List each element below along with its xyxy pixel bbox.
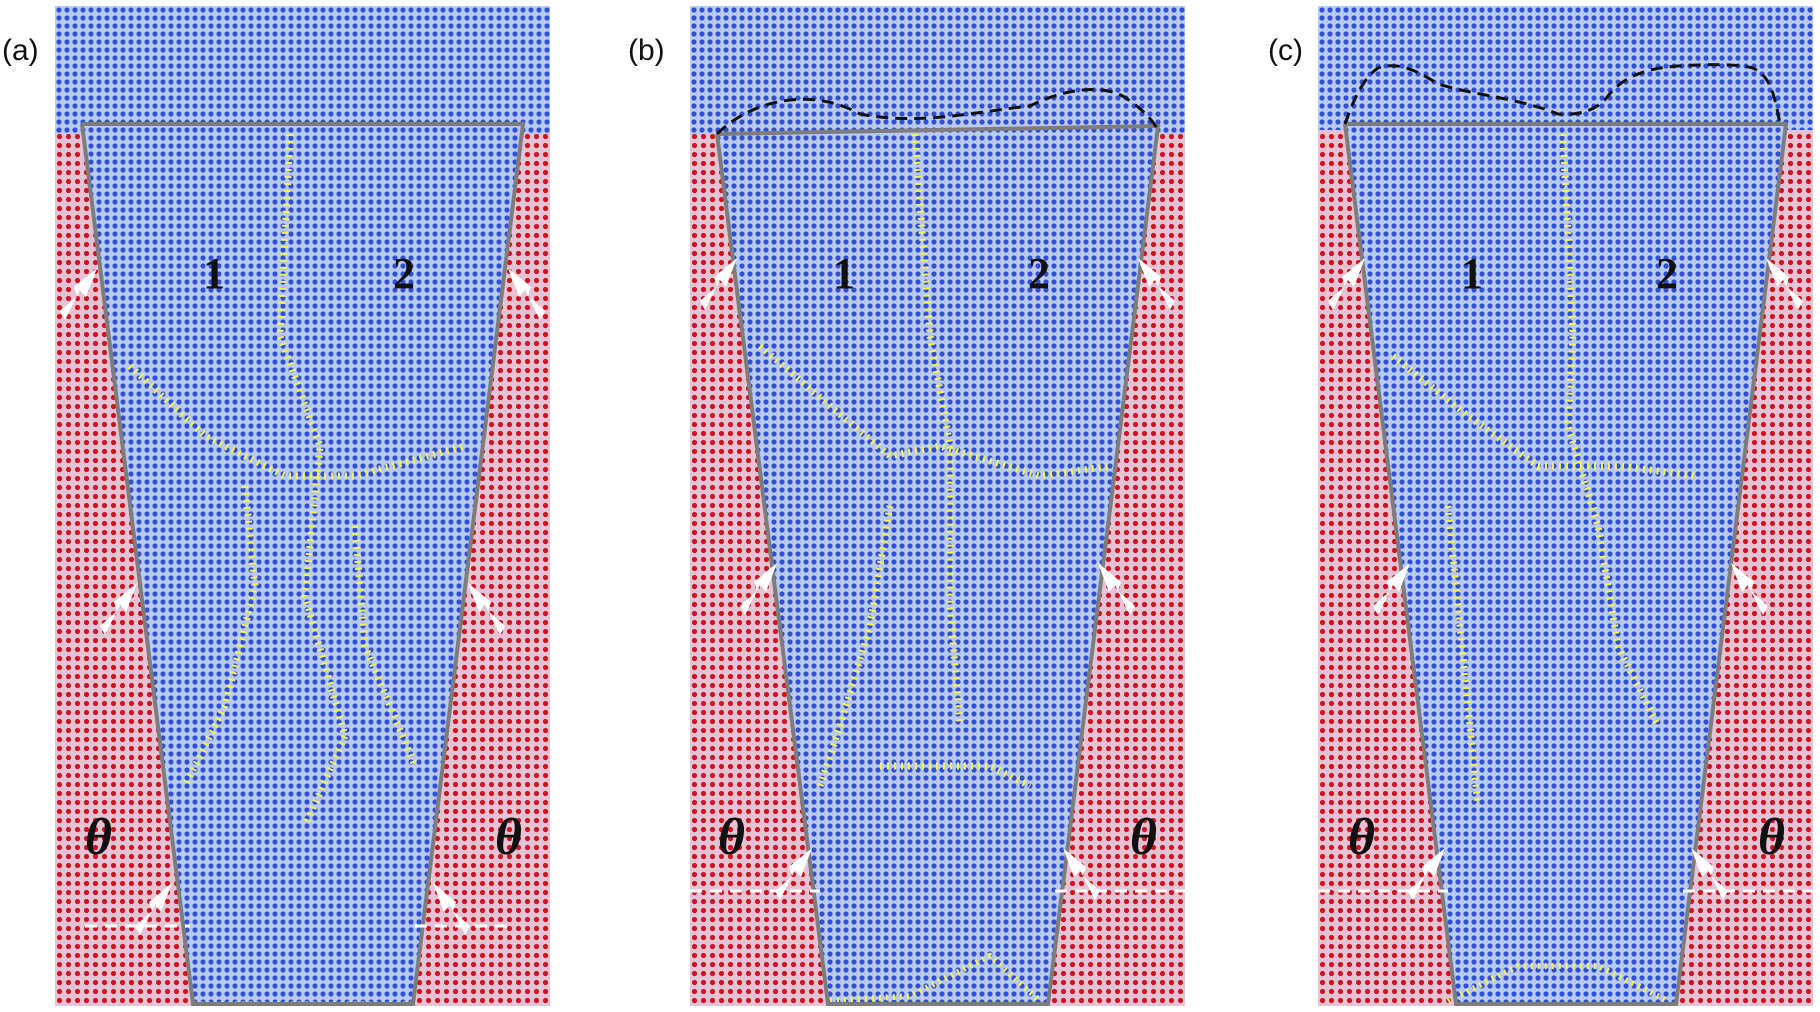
grain-boundary-branch-3: [351, 525, 419, 768]
left-solid-region: [55, 134, 193, 1006]
wedge-outline: [715, 123, 1161, 1006]
theta-right: θ: [1758, 809, 1785, 866]
arrow-icon: [1098, 563, 1135, 615]
bottom-boundary: [1446, 963, 1670, 1004]
grain-boundary: [276, 133, 349, 828]
wedge-outline: [1343, 122, 1789, 1006]
grain-label-1: 1: [1461, 249, 1483, 298]
solidification-front-dashed: [1343, 63, 1782, 125]
arrow-icon: [740, 563, 777, 615]
left-solid-region: [1318, 130, 1456, 1006]
arrow-icon: [1373, 563, 1410, 615]
arrow-icon: [1063, 848, 1100, 900]
arrow-icon: [135, 883, 172, 935]
panel-label-b: (b): [628, 34, 665, 67]
grain-label-2: 2: [1028, 249, 1050, 298]
wedge-outline: [80, 122, 526, 1006]
arrow-icon: [1691, 848, 1728, 900]
grain-label-2: 2: [1656, 249, 1678, 298]
arrow-icon: [775, 848, 812, 900]
grain-boundary-branch-2: [1444, 505, 1482, 807]
theta-left: θ: [85, 809, 112, 866]
arrow-icon: [1408, 848, 1445, 900]
arrow-icons: [700, 258, 1175, 900]
theta-left: θ: [718, 809, 745, 866]
grain-boundary-branch: [757, 343, 1111, 480]
arrow-icon: [1766, 258, 1803, 310]
theta-right: θ: [495, 809, 522, 866]
grain-boundary-branch-2: [181, 485, 259, 788]
grain-label-2: 2: [393, 249, 415, 298]
arrow-icon: [1731, 563, 1768, 615]
panel-label-c: (c): [1268, 34, 1303, 67]
right-solid-region: [413, 134, 550, 1006]
grain-boundary: [1559, 133, 1662, 728]
arrow-icon: [1138, 258, 1175, 310]
grain-label-1: 1: [203, 249, 225, 298]
arrow-icon: [468, 583, 505, 635]
arrow-icon: [508, 268, 545, 320]
grain-boundary-branch: [1390, 353, 1699, 480]
panel-b: 1 2 θ θ: [690, 6, 1185, 1006]
arrow-icon: [433, 883, 470, 935]
arrow-icons: [1328, 258, 1803, 900]
arrow-icon: [700, 258, 737, 310]
theta-right: θ: [1130, 809, 1157, 866]
arrow-icons: [60, 268, 545, 935]
grain-label-1: 1: [833, 249, 855, 298]
bottom-boundary: [829, 952, 1043, 1004]
solidification-front-dashed: [715, 88, 1160, 136]
left-solid-region: [690, 134, 828, 1006]
panel-c: 1 2 θ θ: [1318, 6, 1813, 1006]
arrow-icon: [1328, 258, 1365, 310]
panel-a: 1 2 θ θ: [55, 6, 550, 1006]
panel-label-a: (a): [2, 34, 39, 67]
arrow-icon: [60, 268, 97, 320]
arrow-icon: [100, 583, 137, 635]
theta-left: θ: [1348, 809, 1375, 866]
right-solid-region: [1048, 134, 1185, 1006]
right-solid-region: [1676, 130, 1813, 1006]
